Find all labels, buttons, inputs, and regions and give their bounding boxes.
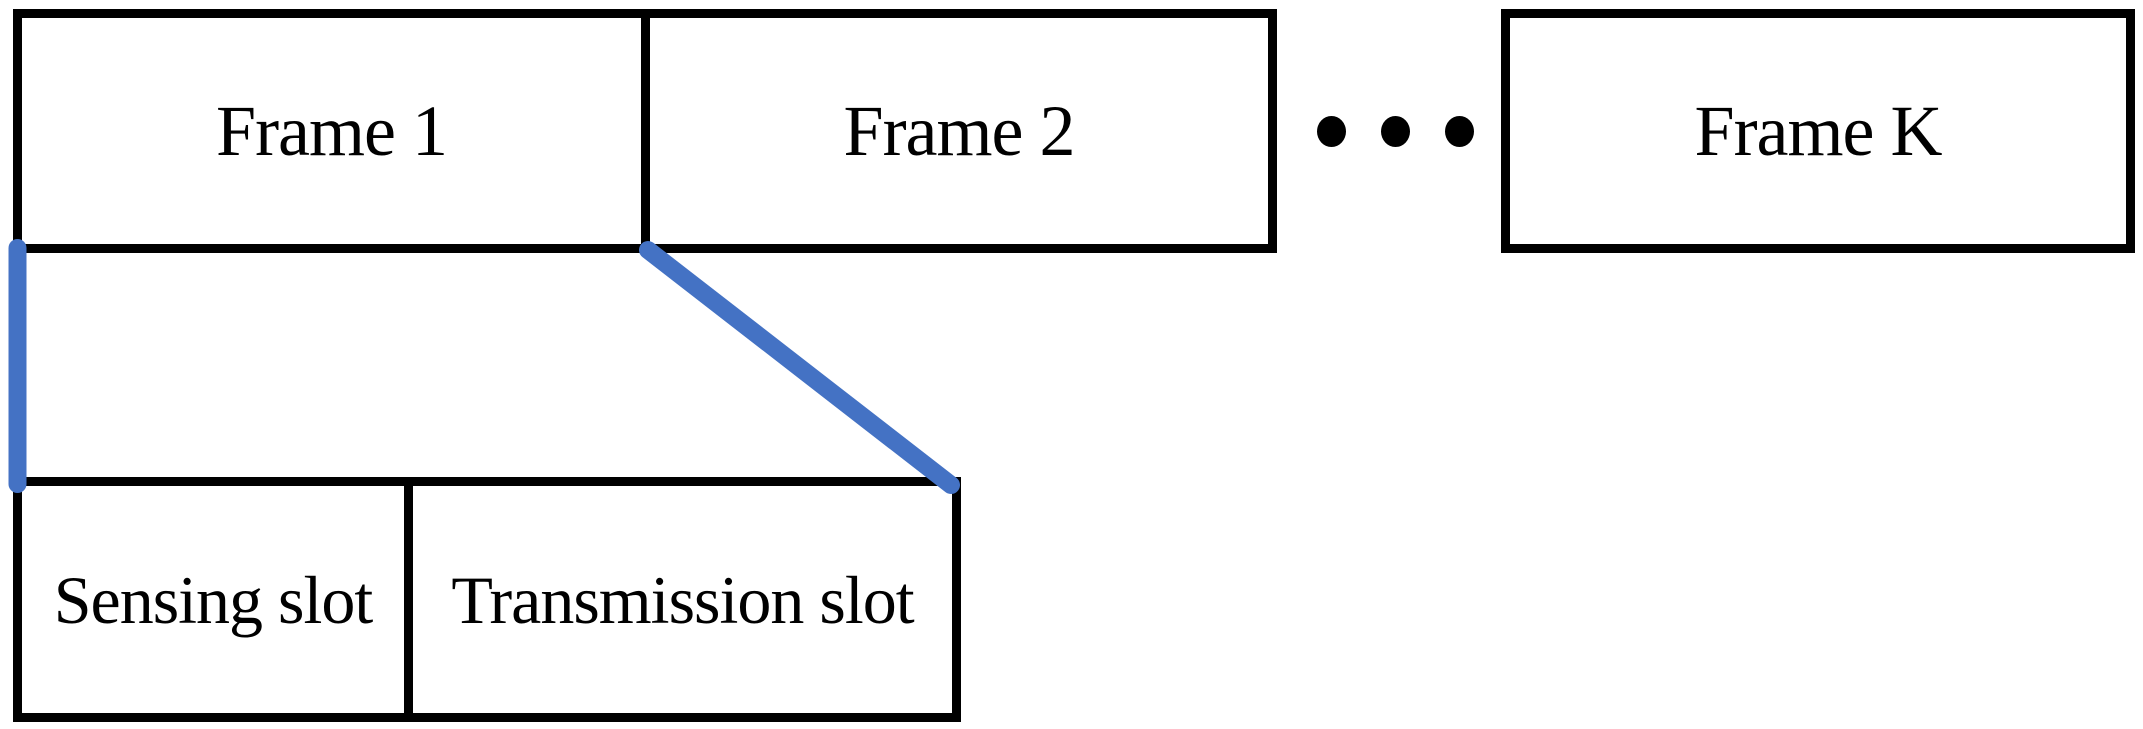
frame-2-box: Frame 2: [641, 9, 1277, 253]
frame-k-box: Frame K: [1501, 9, 2135, 253]
frame-k-label: Frame K: [1694, 91, 1943, 171]
right-connector-line: [639, 241, 960, 494]
frame-1-box: Frame 1: [13, 9, 650, 253]
ellipsis-icon: [1317, 115, 1474, 147]
ellipsis-dot: [1445, 115, 1474, 147]
sensing-slot-label: Sensing slot: [53, 561, 374, 638]
ellipsis-dot: [1317, 115, 1346, 147]
transmission-slot-box: Transmission slot: [404, 477, 961, 722]
frame-1-label: Frame 1: [216, 91, 448, 171]
ellipsis-dot: [1381, 115, 1410, 147]
frame-2-label: Frame 2: [843, 91, 1076, 171]
sensing-slot-box: Sensing slot: [13, 477, 413, 722]
transmission-slot-label: Transmission slot: [451, 561, 914, 638]
